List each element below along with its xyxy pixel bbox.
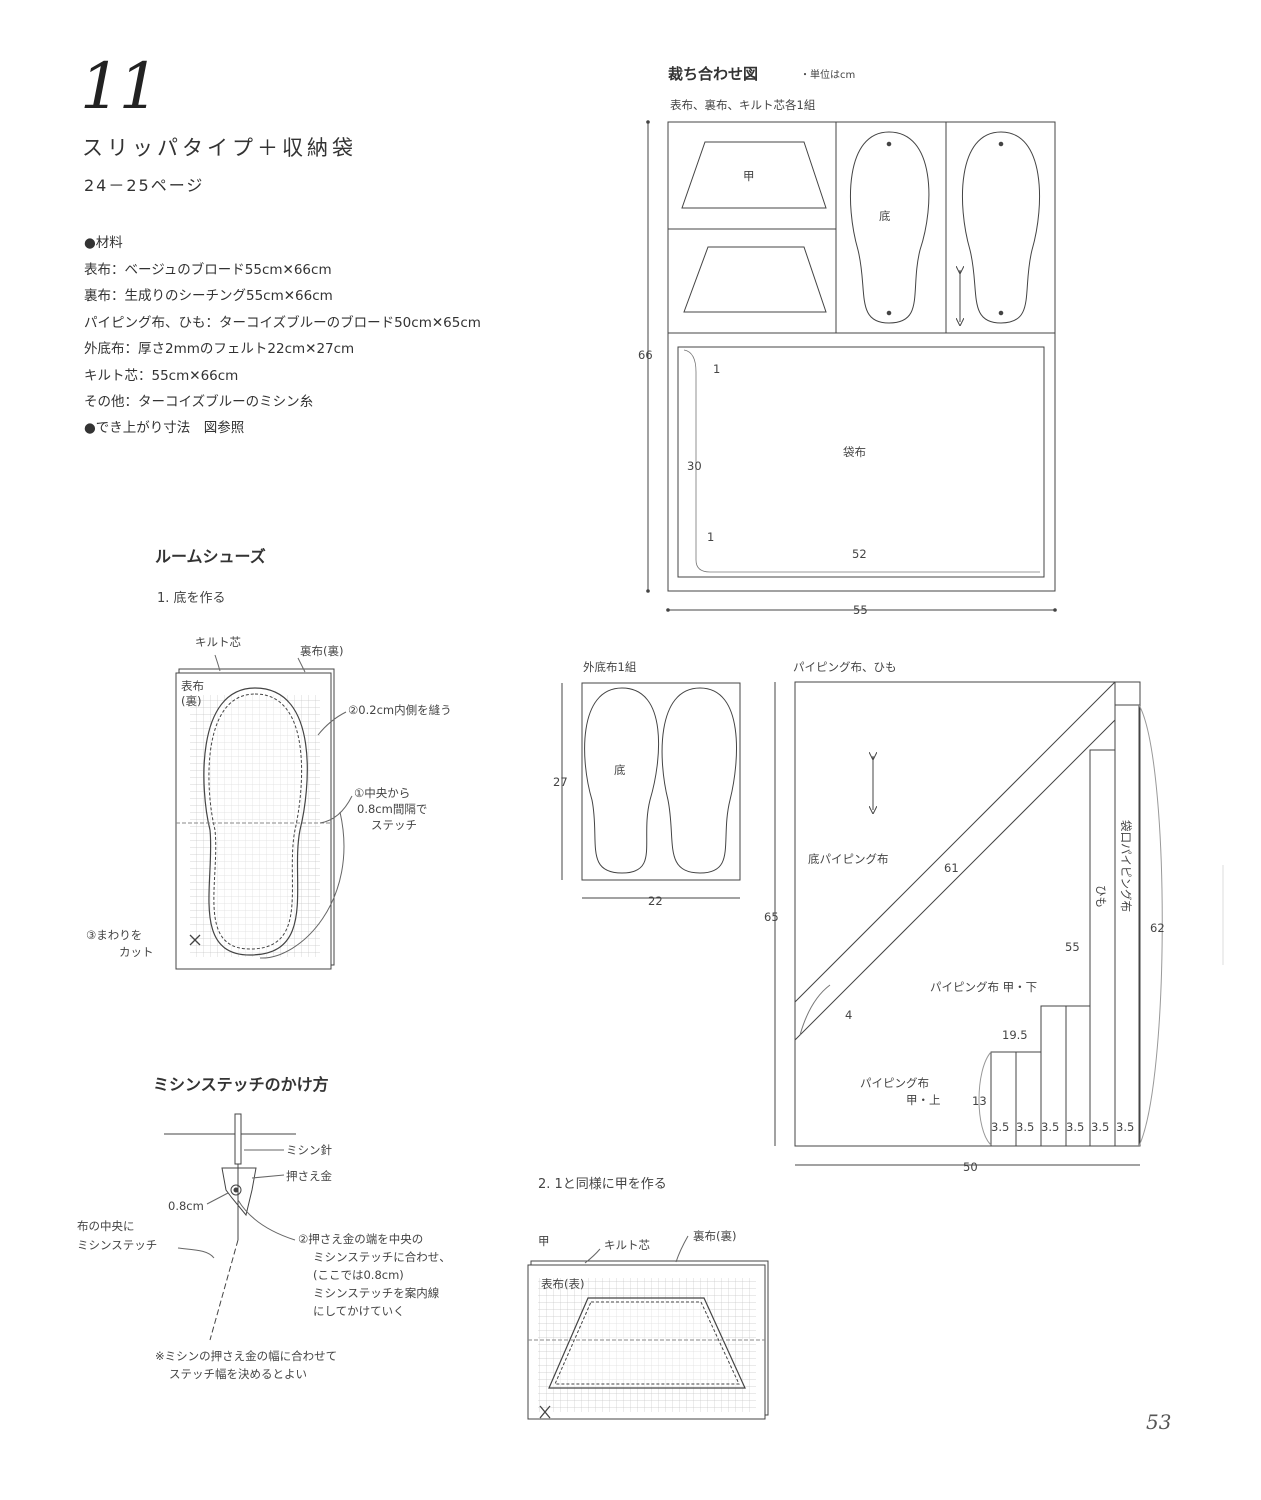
- step2-omote-label: 表布(表): [541, 1277, 584, 1291]
- soko-piping-label: 底パイピング布: [808, 852, 889, 866]
- instruction-2-line5: にしてかけていく: [313, 1304, 405, 1318]
- instruction-2-line2: ミシンステッチに合わせ、: [313, 1250, 451, 1264]
- tip-note: ※ミシンの押さえ金の幅に合わせて: [155, 1349, 337, 1363]
- note-3: ③まわりを: [86, 928, 142, 942]
- step2-heading: 2. 1と同様に甲を作る: [538, 1177, 667, 1192]
- piping-layout: [774, 681, 1163, 1166]
- dim-22: 22: [648, 894, 663, 908]
- kou-piece: [681, 141, 827, 209]
- fabric-outline: [667, 121, 1056, 592]
- note-1-line2: 0.8cm間隔で: [357, 802, 427, 816]
- material-item: 外底布：厚さ2mmのフェルト22cm✕27cm: [84, 341, 355, 357]
- note-2: ②0.2cm内側を縫う: [348, 703, 452, 717]
- dim-55-himo: 55: [1065, 940, 1080, 954]
- dim-62: 62: [1150, 921, 1165, 935]
- center-label-2: ミシンステッチ: [77, 1238, 157, 1252]
- note-3-line2: カット: [119, 945, 154, 959]
- stitch-heading: ミシンステッチのかけ方: [153, 1075, 329, 1094]
- dim-55: 55: [853, 603, 868, 617]
- sole-label: 底: [879, 209, 891, 223]
- finish-size: ●でき上がり寸法 図参照: [84, 420, 245, 436]
- dim-3-5: 3.5: [1091, 1120, 1109, 1134]
- dim-3-5: 3.5: [1016, 1120, 1034, 1134]
- material-item: キルト芯：55cm✕66cm: [84, 368, 239, 384]
- dim-3-5: 3.5: [1041, 1120, 1059, 1134]
- outsole-sole-label: 底: [614, 763, 626, 777]
- dim-3-5: 3.5: [991, 1120, 1009, 1134]
- dim-27: 27: [553, 775, 568, 789]
- note-1: ①中央から: [354, 786, 410, 800]
- sole-piece: [962, 131, 1040, 324]
- piping-label: パイピング布、ひも: [793, 660, 897, 674]
- outsole-layout: [561, 682, 741, 899]
- dim-50: 50: [963, 1160, 978, 1174]
- dim-65: 65: [764, 910, 779, 924]
- bag-label: 袋布: [843, 445, 866, 459]
- center-label: 布の中央に: [77, 1219, 135, 1233]
- gap-label: 0.8cm: [168, 1199, 204, 1213]
- dim-13: 13: [972, 1094, 987, 1108]
- material-item: 裏布：生成りのシーチング55cm✕66cm: [84, 288, 333, 304]
- omote-label-2: (裏): [181, 694, 201, 708]
- dim-61: 61: [944, 861, 959, 875]
- pattern-title: スリッパタイプ＋収納袋: [82, 136, 357, 160]
- tip-note-2: ステッチ幅を決めるとよい: [169, 1367, 307, 1381]
- bag-piece: [677, 346, 1045, 578]
- dim-52: 52: [852, 547, 867, 561]
- stitch-illustration: [164, 1113, 296, 1341]
- kou-top-piping-label: パイピング布: [860, 1076, 929, 1090]
- note-1-line3: ステッチ: [371, 818, 417, 832]
- step2-illustration: [527, 1235, 769, 1420]
- dim-1-bottom: 1: [707, 530, 714, 544]
- scissors-icon: [189, 934, 201, 946]
- materials-heading: ●材料: [84, 235, 123, 251]
- himo-label: ひも: [1094, 885, 1108, 908]
- sole-piece: [850, 131, 930, 324]
- roomshoes-heading: ルームシューズ: [155, 547, 266, 566]
- outsole-label: 外底布1組: [583, 660, 637, 674]
- kou-piece: [683, 246, 827, 313]
- page-number: 53: [1146, 1410, 1172, 1434]
- step1-illustration: [175, 654, 353, 970]
- foot-label: 押さえ金: [286, 1169, 332, 1183]
- step2-quilt-label: キルト芯: [604, 1238, 650, 1252]
- cutting-heading: 裁ち合わせ図: [668, 65, 759, 83]
- pattern-number: 11: [80, 50, 159, 124]
- instruction-2-line4: ミシンステッチを案内線: [313, 1286, 440, 1300]
- scissors-icon: [539, 1405, 551, 1419]
- dim-30: 30: [687, 459, 702, 473]
- kou-label: 甲: [743, 169, 755, 183]
- cutting-layout: [646, 120, 1057, 612]
- dim-3-5: 3.5: [1066, 1120, 1084, 1134]
- quilt-label: キルト芯: [195, 635, 241, 649]
- kou-top-piping-label-2: 甲・上: [906, 1093, 941, 1107]
- dim-4: 4: [845, 1008, 852, 1022]
- material-item: その他：ターコイズブルーのミシン糸: [84, 394, 314, 410]
- material-item: パイピング布、ひも：ターコイズブルーのブロード50cm✕65cm: [84, 315, 481, 331]
- page-reference: 24－25ページ: [84, 176, 205, 195]
- kou-bottom-piping-label: パイピング布 甲・下: [930, 980, 1037, 994]
- material-item: 表布：ベージュのブロード55cm✕66cm: [84, 262, 332, 278]
- dim-19-5: 19.5: [1002, 1028, 1028, 1042]
- ura-label: 裏布(裏): [300, 644, 343, 658]
- omote-label: 表布: [181, 679, 204, 693]
- instruction-2: ②押さえ金の端を中央の: [298, 1232, 423, 1246]
- dim-1-top: 1: [713, 362, 720, 376]
- dim-66: 66: [638, 348, 653, 362]
- step1-heading: 1. 底を作る: [157, 591, 226, 606]
- cutting-note: 表布、裏布、キルト芯各1組: [670, 98, 816, 112]
- instruction-2-line3: (ここでは0.8cm): [313, 1268, 404, 1282]
- dim-3-5: 3.5: [1116, 1120, 1134, 1134]
- bag-piping-label: 袋口パイピング布: [1119, 820, 1133, 912]
- step2-ura-label: 裏布(裏): [693, 1229, 736, 1243]
- cutting-unit: ・単位はcm: [800, 70, 856, 81]
- step2-kou-label: 甲: [538, 1234, 550, 1248]
- needle-label: ミシン針: [286, 1143, 332, 1157]
